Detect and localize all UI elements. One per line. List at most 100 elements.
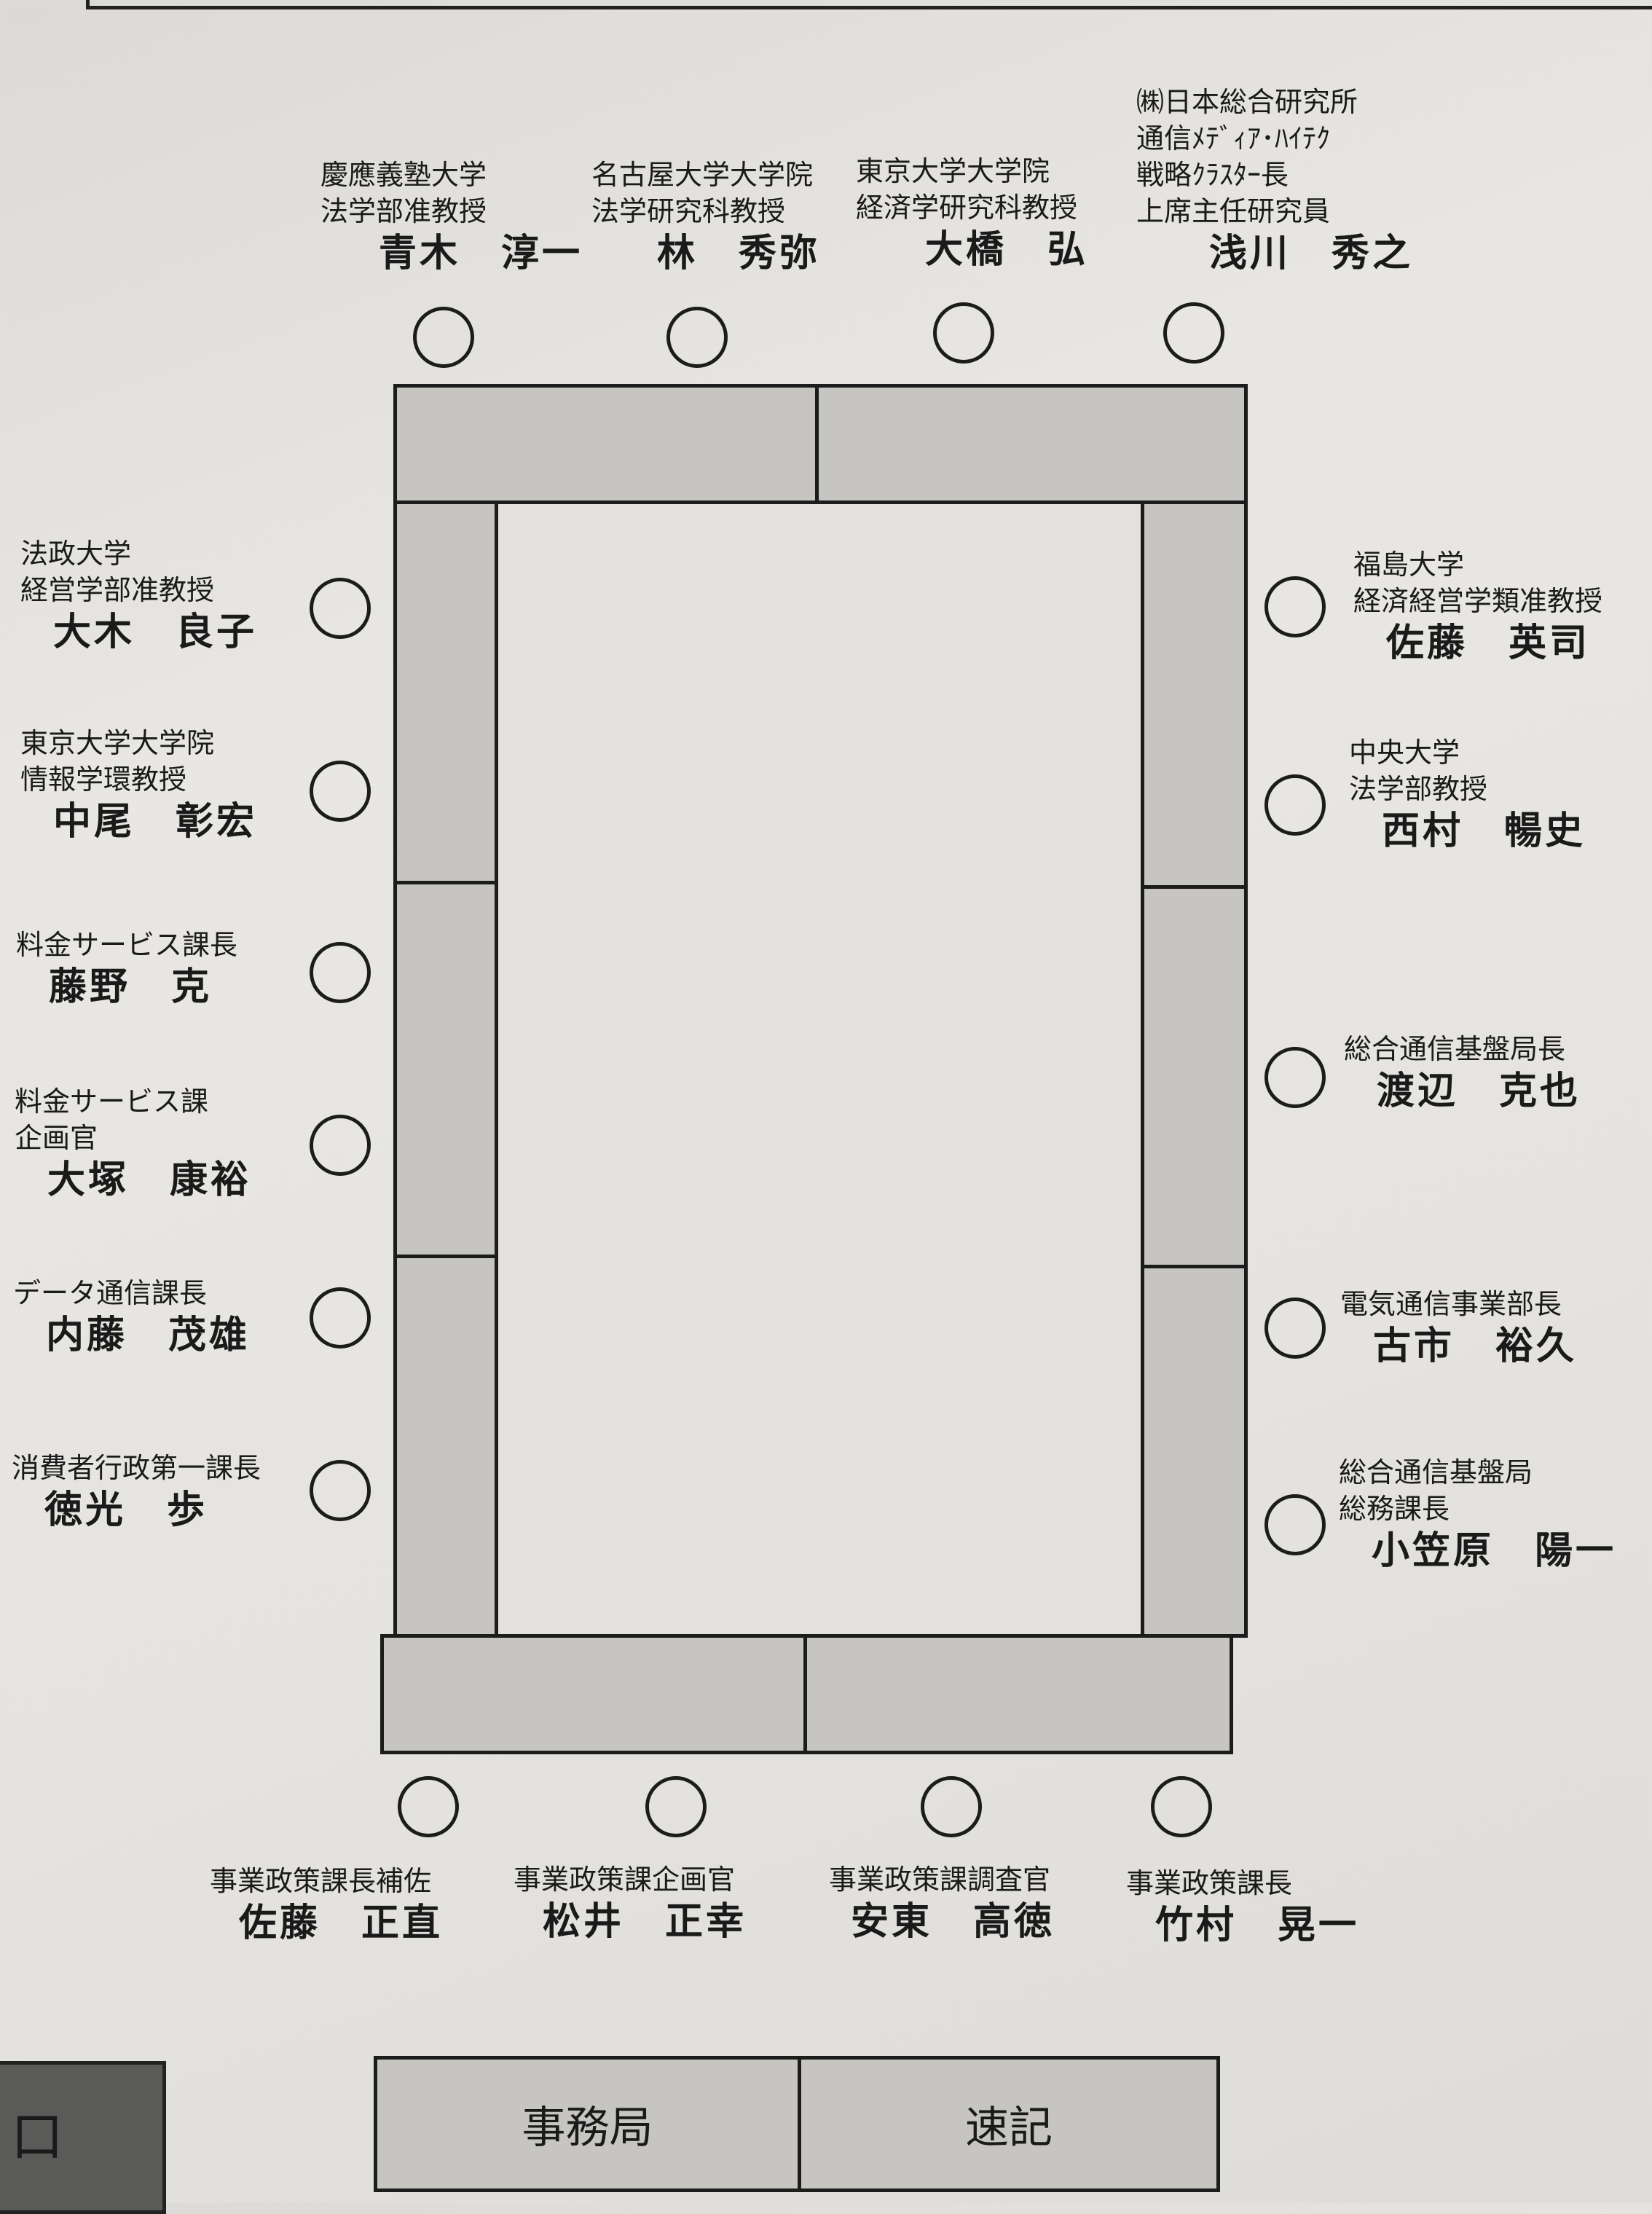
- seat-circle-left-5: [310, 1287, 371, 1349]
- table-center: [495, 500, 1144, 1638]
- attendee-label-top-3: 東京大学大学院経済学研究科教授大橋 弘: [856, 153, 1088, 274]
- seat-circle-left-2: [310, 761, 371, 822]
- attendee-name: 渡辺 克也: [1377, 1069, 1581, 1113]
- attendee-name: 西村 暢史: [1382, 809, 1586, 853]
- attendee-label-left-6: 消費者行政第一課長徳光 歩: [12, 1450, 261, 1534]
- attendee-affiliation: 中央大学: [1349, 737, 1460, 769]
- attendee-name: 内藤 茂雄: [46, 1314, 251, 1357]
- seat-circle-left-1: [310, 578, 371, 639]
- attendee-affiliation: 名古屋大学大学院: [591, 159, 814, 191]
- attendee-affiliation: 福島大学: [1353, 549, 1465, 581]
- attendee-name: 青木 淳一: [379, 232, 583, 275]
- seat-circle-right-3: [1264, 1047, 1326, 1108]
- attendee-name: 安東 高徳: [851, 1900, 1055, 1944]
- attendee-affiliation: 料金サービス課: [15, 1086, 209, 1118]
- attendee-label-top-2: 名古屋大学大学院法学研究科教授林 秀弥: [591, 157, 820, 278]
- attendee-name: 大木 良子: [53, 611, 258, 654]
- attendee-label-bottom-3: 事業政策課調査官安東 高徳: [829, 1861, 1055, 1946]
- seat-circle-right-2: [1264, 774, 1326, 836]
- attendee-affiliation: ㈱日本総合研究所: [1136, 86, 1358, 118]
- attendee-affiliation: 東京大学大学院: [20, 727, 215, 759]
- attendee-affiliation: 法学研究科教授: [591, 195, 786, 227]
- seat-circle-top-1: [413, 307, 474, 368]
- attendee-label-left-3: 料金サービス課長藤野 克: [16, 927, 237, 1011]
- attendee-affiliation: 法学部教授: [1349, 773, 1488, 805]
- attendee-affiliation: 総合通信基盤局: [1339, 1456, 1533, 1488]
- attendee-label-right-2: 中央大学法学部教授西村 暢史: [1349, 734, 1586, 855]
- document-frame-edge: [86, 0, 1652, 9]
- attendee-affiliation: 総務課長: [1339, 1493, 1450, 1525]
- table-top-left: [393, 384, 819, 504]
- attendee-affiliation: 事業政策課長: [1126, 1867, 1293, 1899]
- table-left-1: [393, 500, 498, 884]
- secretariat-box: 事務局: [374, 2056, 801, 2192]
- seat-circle-bottom-3: [921, 1776, 982, 1837]
- attendee-label-right-1: 福島大学経済経営学類准教授佐藤 英司: [1353, 546, 1602, 667]
- seat-circle-top-4: [1163, 302, 1224, 364]
- attendee-affiliation: 慶應義塾大学: [320, 159, 487, 191]
- attendee-affiliation: 電気通信事業部長: [1340, 1288, 1562, 1320]
- table-right-2: [1141, 885, 1248, 1268]
- attendee-affiliation: データ通信課長: [13, 1277, 208, 1309]
- attendee-name: 竹村 晃一: [1155, 1904, 1360, 1947]
- attendee-affiliation: 総合通信基盤局長: [1344, 1033, 1566, 1065]
- attendee-affiliation: 事業政策課調査官: [829, 1864, 1051, 1896]
- attendee-label-right-4: 電気通信事業部長古市 裕久: [1340, 1286, 1577, 1370]
- attendee-label-top-1: 慶應義塾大学法学部准教授青木 淳一: [320, 157, 583, 278]
- attendee-name: 佐藤 正直: [239, 1901, 444, 1945]
- attendee-affiliation: 戦略ｸﾗｽﾀｰ長: [1136, 159, 1289, 191]
- attendee-affiliation: 経営学部准教授: [20, 574, 215, 606]
- attendee-name: 古市 裕久: [1373, 1324, 1578, 1368]
- attendee-label-right-5: 総合通信基盤局総務課長小笠原 陽一: [1339, 1454, 1616, 1575]
- seat-circle-left-4: [310, 1115, 371, 1176]
- attendee-name: 佐藤 英司: [1386, 621, 1591, 665]
- attendee-affiliation: 情報学環教授: [20, 763, 187, 796]
- entrance-box: 口: [0, 2061, 166, 2214]
- seat-circle-right-5: [1264, 1494, 1326, 1555]
- attendee-affiliation: 事業政策課企画官: [514, 1864, 736, 1896]
- attendee-name: 藤野 克: [49, 965, 213, 1009]
- attendee-label-left-1: 法政大学経営学部准教授大木 良子: [20, 535, 257, 656]
- seat-circle-bottom-2: [645, 1776, 707, 1837]
- seat-circle-right-1: [1264, 576, 1326, 637]
- attendee-name: 大橋 弘: [925, 228, 1089, 272]
- seat-circle-top-3: [933, 302, 994, 364]
- attendee-name: 浅川 秀之: [1209, 232, 1414, 275]
- attendee-affiliation: 企画官: [15, 1122, 98, 1154]
- seat-circle-left-6: [310, 1460, 371, 1521]
- stenographer-box: 速記: [798, 2056, 1220, 2192]
- seat-circle-left-3: [310, 942, 371, 1003]
- attendee-affiliation: 経済学研究科教授: [856, 192, 1078, 224]
- attendee-affiliation: 法学部准教授: [320, 195, 487, 227]
- attendee-label-top-4: ㈱日本総合研究所通信ﾒﾃﾞｨｱ･ﾊｲﾃｸ 戦略ｸﾗｽﾀｰ長上席主任研究員浅川 秀之: [1136, 84, 1413, 278]
- attendee-affiliation: 東京大学大学院: [856, 155, 1050, 187]
- attendee-label-left-5: データ通信課長内藤 茂雄: [13, 1275, 250, 1359]
- attendee-affiliation: 上席主任研究員: [1136, 195, 1331, 227]
- table-right-3: [1141, 1265, 1248, 1638]
- secretariat-label: 事務局: [522, 2103, 653, 2154]
- attendee-affiliation: 消費者行政第一課長: [12, 1452, 261, 1484]
- attendee-name: 松井 正幸: [543, 1900, 747, 1944]
- attendee-name: 小笠原 陽一: [1372, 1529, 1617, 1573]
- table-bottom-right: [803, 1634, 1233, 1754]
- attendee-affiliation: 経済経営学類准教授: [1353, 585, 1603, 617]
- seat-circle-bottom-4: [1151, 1776, 1212, 1837]
- table-left-3: [393, 1255, 498, 1638]
- attendee-affiliation: 通信ﾒﾃﾞｨｱ･ﾊｲﾃｸ: [1136, 122, 1331, 154]
- attendee-affiliation: 法政大学: [20, 538, 132, 570]
- seat-circle-right-4: [1264, 1298, 1326, 1359]
- table-bottom-left: [380, 1634, 807, 1754]
- attendee-label-right-3: 総合通信基盤局長渡辺 克也: [1344, 1031, 1581, 1115]
- attendee-name: 徳光 歩: [44, 1488, 208, 1532]
- table-left-2: [393, 881, 498, 1258]
- attendee-label-bottom-2: 事業政策課企画官松井 正幸: [514, 1861, 747, 1946]
- seat-circle-top-2: [666, 307, 728, 368]
- attendee-name: 中尾 彰宏: [53, 800, 258, 844]
- attendee-name: 大塚 康裕: [47, 1158, 252, 1202]
- seat-circle-bottom-1: [398, 1776, 459, 1837]
- entrance-label: 口: [11, 2106, 64, 2167]
- attendee-label-bottom-1: 事業政策課長補佐佐藤 正直: [210, 1863, 443, 1947]
- table-right-1: [1141, 500, 1248, 889]
- table-top-right: [815, 384, 1248, 504]
- attendee-label-left-2: 東京大学大学院情報学環教授中尾 彰宏: [20, 725, 257, 846]
